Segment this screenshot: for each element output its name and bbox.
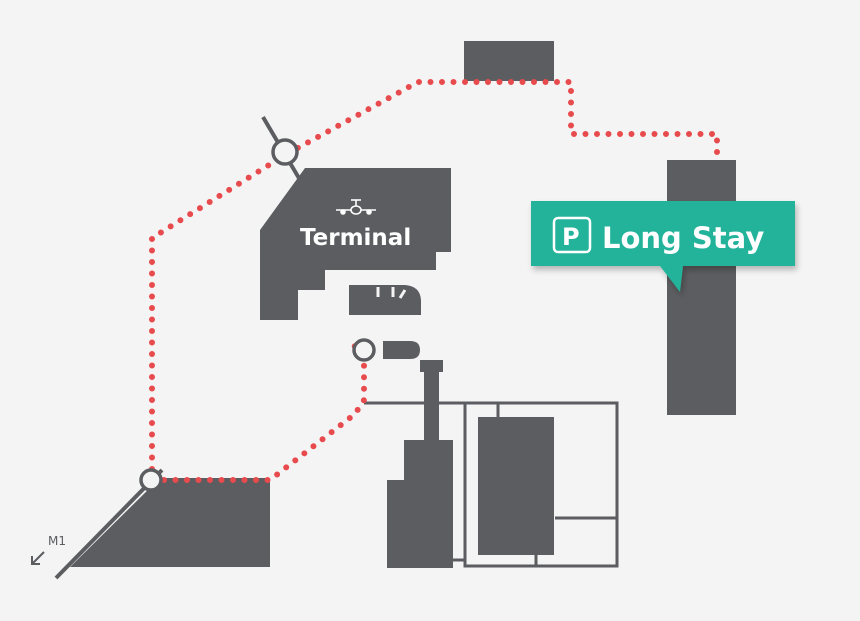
building-bottom-left xyxy=(70,478,270,567)
building-pod xyxy=(383,341,420,359)
parking-icon: P xyxy=(552,216,592,254)
terminal-building xyxy=(260,168,451,320)
motorway-label: M1 xyxy=(48,534,66,548)
junction-pod xyxy=(352,338,376,362)
connector-stem xyxy=(424,360,439,440)
building-small xyxy=(349,285,421,315)
building-top xyxy=(464,41,554,81)
gauge-marks xyxy=(376,287,407,299)
building-cluster xyxy=(387,440,453,568)
long-stay-callout xyxy=(531,201,795,292)
airplane-icon xyxy=(336,199,376,215)
building-frame-inner xyxy=(478,417,554,555)
road-network xyxy=(364,401,619,568)
junction-bottom xyxy=(139,468,163,492)
connector-cap xyxy=(420,360,443,372)
terminal-label: Terminal xyxy=(300,225,411,251)
arrow-down-left-icon xyxy=(31,551,45,565)
parking-symbol: P xyxy=(562,223,580,251)
long-stay-label: Long Stay xyxy=(602,221,764,255)
junction-top xyxy=(271,138,299,166)
